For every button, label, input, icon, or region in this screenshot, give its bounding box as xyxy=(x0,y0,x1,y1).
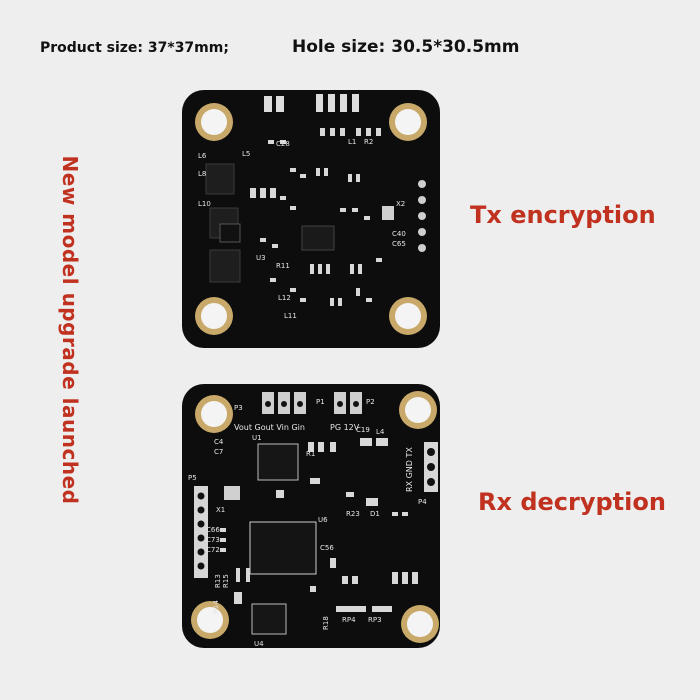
svg-text:Vout Gout Vin Gin: Vout Gout Vin Gin xyxy=(234,423,305,432)
svg-text:R15: R15 xyxy=(222,574,230,588)
svg-text:R13: R13 xyxy=(214,574,222,588)
tx-inductors xyxy=(205,163,241,283)
rx-right-header xyxy=(424,442,438,492)
tx-silkscreen: L5 L6 L8 L10 L12 L11 X2 C40 C65 R11 U3 C… xyxy=(198,138,406,320)
svg-text:C28: C28 xyxy=(276,140,290,148)
svg-text:RX GND TX: RX GND TX xyxy=(405,447,414,492)
svg-text:RP3: RP3 xyxy=(368,616,382,624)
svg-text:C19: C19 xyxy=(356,426,370,434)
svg-text:L12: L12 xyxy=(278,294,291,302)
tx-top-pads xyxy=(264,94,359,112)
svg-text:C4: C4 xyxy=(214,438,224,446)
svg-text:C65: C65 xyxy=(392,240,406,248)
rx-mounting-holes xyxy=(191,391,439,643)
svg-text:C7: C7 xyxy=(214,448,223,456)
new-model-caption: New model upgrade launched xyxy=(58,155,82,505)
hole-size-label: Hole size: 30.5*30.5mm xyxy=(292,37,520,57)
svg-text:R23: R23 xyxy=(346,510,360,518)
svg-text:X2: X2 xyxy=(396,200,405,208)
svg-text:L8: L8 xyxy=(198,170,206,178)
svg-text:R1: R1 xyxy=(306,450,315,458)
svg-text:L11: L11 xyxy=(284,312,297,320)
svg-text:P2: P2 xyxy=(366,398,375,406)
tx-right-pads xyxy=(418,180,426,252)
rx-top-pads xyxy=(262,392,362,414)
product-size-label: Product size: 37*37mm; xyxy=(40,40,229,56)
tx-pcb-board: L5 L6 L8 L10 L12 L11 X2 C40 C65 R11 U3 C… xyxy=(182,90,440,348)
svg-text:L10: L10 xyxy=(198,200,211,208)
svg-text:C73: C73 xyxy=(206,536,220,544)
rx-crystal xyxy=(224,486,240,500)
svg-text:C72: C72 xyxy=(206,546,220,554)
svg-text:L5: L5 xyxy=(242,150,250,158)
svg-text:P4: P4 xyxy=(418,498,427,506)
svg-text:C56: C56 xyxy=(320,544,334,552)
svg-text:R14: R14 xyxy=(212,600,220,614)
svg-text:L6: L6 xyxy=(198,152,207,160)
svg-text:U1: U1 xyxy=(252,434,262,442)
svg-text:D1: D1 xyxy=(370,510,380,518)
svg-text:U3: U3 xyxy=(256,254,266,262)
tx-smd-components xyxy=(250,128,382,306)
svg-text:P3: P3 xyxy=(234,404,243,412)
svg-text:P1: P1 xyxy=(316,398,325,406)
svg-text:L4: L4 xyxy=(376,428,385,436)
rx-left-header xyxy=(194,486,208,578)
svg-text:C66: C66 xyxy=(206,526,220,534)
svg-text:U6: U6 xyxy=(318,516,328,524)
svg-text:PG 12V: PG 12V xyxy=(330,423,360,432)
svg-text:P5: P5 xyxy=(188,474,197,482)
rx-main-ic xyxy=(249,521,317,575)
tx-ic xyxy=(301,225,335,251)
svg-text:U4: U4 xyxy=(254,640,264,648)
svg-text:C40: C40 xyxy=(392,230,406,238)
svg-text:RP4: RP4 xyxy=(342,616,356,624)
rx-smd-components xyxy=(220,438,418,612)
tx-pcb-body xyxy=(182,90,440,348)
svg-text:L1: L1 xyxy=(348,138,356,146)
tx-mounting-holes xyxy=(195,103,427,335)
rx-decryption-caption: Rx decryption xyxy=(478,488,666,516)
rx-silkscreen: P3 P1 P2 Vout Gout Vin Gin PG 12V RX GND… xyxy=(188,398,427,648)
tx-encryption-caption: Tx encryption xyxy=(470,201,656,229)
rx-pcb-board: P3 P1 P2 Vout Gout Vin Gin PG 12V RX GND… xyxy=(182,384,440,648)
svg-text:R18: R18 xyxy=(322,616,330,630)
rx-u4-ic xyxy=(251,603,287,635)
svg-text:R2: R2 xyxy=(364,138,373,146)
svg-text:X1: X1 xyxy=(216,506,225,514)
svg-text:R11: R11 xyxy=(276,262,290,270)
rx-mcu-ic xyxy=(257,443,299,481)
tx-crystal xyxy=(382,206,394,220)
